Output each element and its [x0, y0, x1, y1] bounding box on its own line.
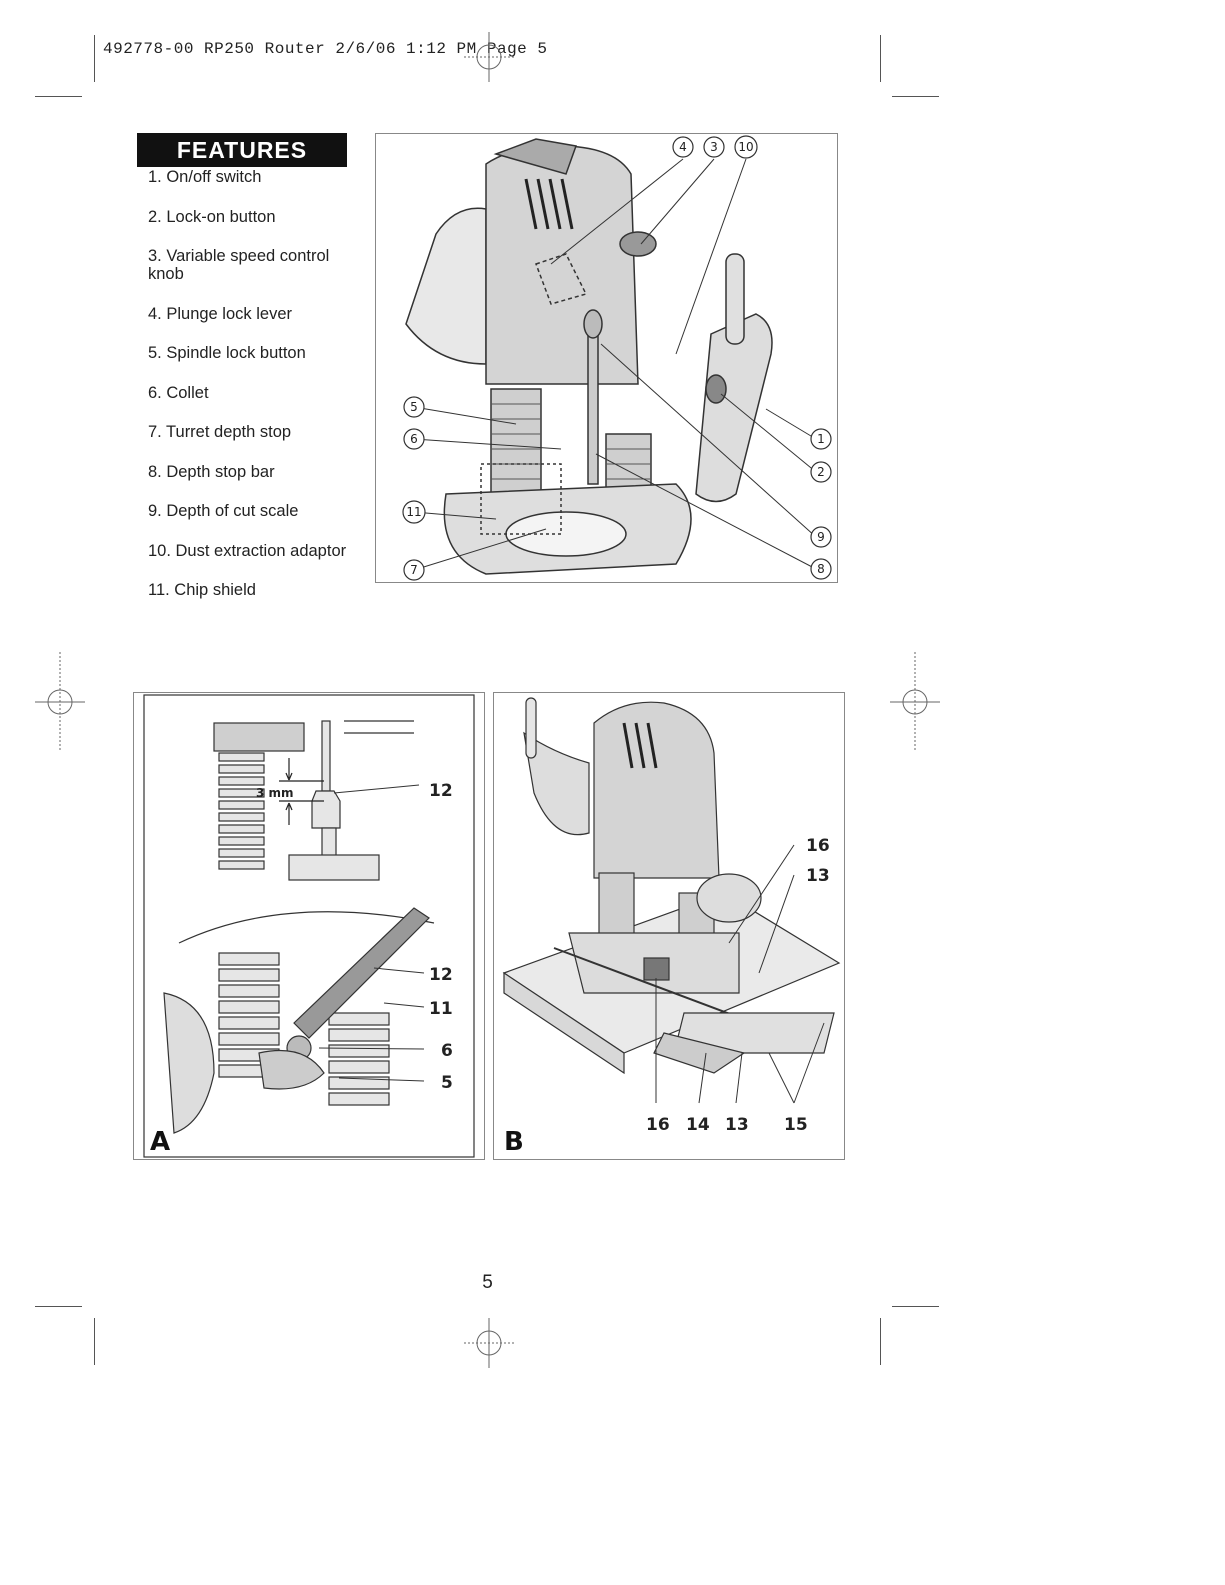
callout-4: 4	[679, 140, 687, 154]
callout-11: 11	[406, 505, 421, 519]
callout-13: 13	[725, 1115, 749, 1135]
callout-12-top: 12	[429, 781, 453, 801]
callout-16-side: 16	[806, 836, 830, 856]
crop-mark	[35, 1306, 82, 1307]
crop-mark	[880, 35, 881, 82]
callout-2: 2	[817, 465, 825, 479]
router-illustration: 4 3 10 5 6 11 7 1 2 9 8	[402, 135, 832, 581]
callout-8: 8	[817, 562, 825, 576]
callout-6: 6	[441, 1041, 453, 1061]
feature-item-4: 4. Plunge lock lever	[148, 304, 292, 323]
registration-target-icon	[464, 32, 514, 82]
figure-a-illustration: 3 mm 12 12 11 6 5 A	[143, 694, 475, 1158]
callout-5: 5	[441, 1073, 453, 1093]
callout-14: 14	[686, 1115, 710, 1135]
feature-item-10: 10. Dust extraction adaptor	[148, 541, 347, 560]
registration-target-icon	[464, 1318, 514, 1368]
crop-mark	[892, 96, 939, 97]
callout-15: 15	[784, 1115, 808, 1135]
callout-12: 12	[429, 965, 453, 985]
router-overview-figure: 4 3 10 5 6 11 7 1 2 9 8	[375, 133, 838, 583]
feature-item-5: 5. Spindle lock button	[148, 344, 306, 362]
measure-label: 3 mm	[256, 786, 294, 800]
panel-letter-a: A	[150, 1127, 170, 1157]
callout-7: 7	[410, 563, 418, 577]
page-number: 5	[482, 1272, 493, 1293]
callout-10: 10	[738, 140, 753, 154]
callout-13-side: 13	[806, 866, 830, 886]
figure-b-illustration: 16 13 16 14 13 15 B	[502, 697, 841, 1157]
registration-target-icon	[35, 652, 85, 752]
features-list: 1. On/off switch 2. Lock-on button 3. Va…	[148, 168, 363, 621]
feature-item-1: 1. On/off switch	[148, 168, 262, 186]
crop-mark	[94, 1318, 95, 1365]
figure-b-edge-guide: 16 13 16 14 13 15 B	[493, 692, 845, 1160]
feature-item-7: 7. Turret depth stop	[148, 423, 292, 441]
callout-9: 9	[817, 530, 825, 544]
crop-mark	[892, 1306, 939, 1307]
panel-letter-b: B	[504, 1127, 524, 1157]
feature-item-2: 2. Lock-on button	[148, 207, 276, 226]
callout-6: 6	[410, 432, 418, 446]
feature-item-6: 6. Collet	[148, 383, 209, 402]
callout-3: 3	[710, 140, 718, 154]
registration-target-icon	[890, 652, 940, 752]
callout-5: 5	[410, 400, 418, 414]
feature-item-11: 11. Chip shield	[148, 581, 256, 599]
callout-16: 16	[646, 1115, 670, 1135]
feature-item-3: 3. Variable speed control knob	[148, 247, 330, 283]
feature-item-8: 8. Depth stop bar	[148, 462, 275, 481]
crop-mark	[94, 35, 95, 82]
feature-item-9: 9. Depth of cut scale	[148, 502, 299, 520]
crop-mark	[35, 96, 82, 97]
features-heading: FEATURES	[137, 133, 347, 167]
rear-handle-shape	[405, 207, 487, 365]
print-slug: 492778-00 RP250 Router 2/6/06 1:12 PM Pa…	[103, 40, 548, 58]
figure-a-collet: 3 mm 12 12 11 6 5 A	[133, 692, 485, 1160]
callout-1: 1	[817, 432, 825, 446]
crop-mark	[880, 1318, 881, 1365]
callout-11: 11	[429, 999, 453, 1019]
